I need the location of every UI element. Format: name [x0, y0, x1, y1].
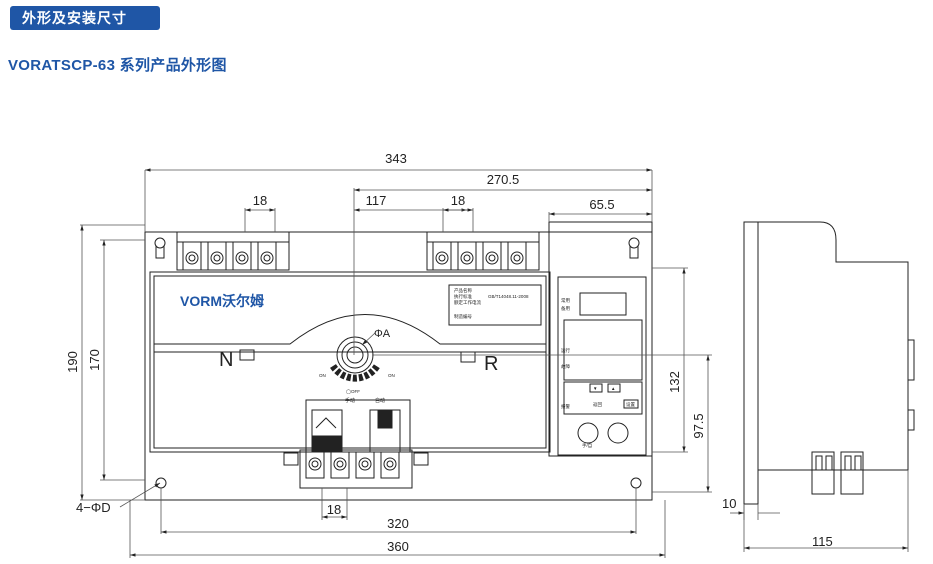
- handle-shaft: [346, 346, 364, 364]
- top-terminals-left: [176, 231, 290, 271]
- label-line: 制造编号: [454, 313, 472, 320]
- dim-overall-width-top: 343: [385, 151, 407, 166]
- panel-button-label: 返回: [593, 401, 602, 408]
- indicator-label: 故障: [561, 363, 570, 370]
- dim-inner-height: 170: [87, 349, 102, 371]
- n-window: [239, 349, 255, 361]
- manual-lever: [312, 435, 342, 453]
- bottom-terminals: [283, 449, 429, 489]
- dimension-lines: [80, 168, 909, 558]
- indicator-label: 运行: [561, 347, 570, 354]
- controller-buttons: [563, 381, 643, 415]
- manual-label: 手动: [345, 397, 355, 404]
- dim-side-offset: 10: [722, 496, 736, 511]
- n-on-label: ON: [319, 373, 326, 378]
- source-n-label: N: [219, 349, 233, 371]
- off-label: ◯OFF: [346, 389, 360, 394]
- handle-diameter-label: ΦA: [374, 328, 391, 340]
- side-terminals: [811, 451, 864, 495]
- label-line: 执行标准: [454, 293, 472, 300]
- dim-bottom-terminal-pitch: 18: [327, 502, 341, 517]
- label-line: 额定工作电流: [454, 299, 481, 306]
- indicator-label: 常用: [561, 297, 570, 304]
- panel-button-label: 设置: [626, 401, 635, 408]
- controller-display: [579, 292, 627, 316]
- side-body: [758, 221, 909, 471]
- dim-overall-height: 190: [65, 351, 80, 373]
- source-r-label: R: [484, 353, 498, 375]
- mount-hole-bottom-left: [155, 477, 167, 489]
- controller-knob-right: [607, 422, 629, 444]
- auto-label: 自动: [375, 397, 385, 404]
- label-line: 产品名称: [454, 287, 472, 294]
- panel-button-label: 手/自: [582, 442, 592, 449]
- controller-frame: [548, 221, 653, 457]
- controller-knob-left: [577, 422, 599, 444]
- keyhole-top-right: [628, 237, 640, 259]
- switch-arc: [154, 314, 546, 345]
- dim-mount-to-right: 270.5: [487, 172, 520, 187]
- controller-diagram: [563, 319, 643, 381]
- series-title: VORATSCP-63 系列产品外形图: [8, 57, 227, 74]
- terminal-screws: [185, 251, 524, 471]
- mode-window: [305, 399, 411, 453]
- indicator-label: 备用: [561, 305, 570, 312]
- switch-housing-inner: [153, 275, 547, 449]
- r-window: [460, 351, 476, 363]
- dim-terminal-pitch-left: 18: [253, 193, 267, 208]
- label-plate: [448, 284, 542, 326]
- brand-logo: VORM沃尔姆: [180, 293, 264, 309]
- section-badge: 外形及安装尺寸: [10, 6, 160, 30]
- keyhole-top-left: [154, 237, 166, 259]
- mount-hole-bottom-right: [630, 477, 642, 489]
- dim-handle-height: 97.5: [691, 413, 706, 438]
- dim-side-depth: 115: [812, 534, 833, 549]
- dim-controller-height: 132: [667, 371, 682, 393]
- panel-button-label: ▼: [593, 386, 597, 391]
- controller-panel: [557, 276, 647, 456]
- handle-ring: [341, 341, 369, 369]
- handle-sector: [330, 363, 380, 382]
- dim-mount-hole-spacing: 320: [387, 516, 409, 531]
- dim-terminal-pitch-right: 18: [451, 193, 465, 208]
- side-base: [743, 221, 759, 505]
- dim-mount-hole-label: 4−ΦD: [76, 500, 111, 515]
- label-line: GB/T14048.11-2008: [488, 294, 529, 299]
- panel-button-label: ▲: [611, 386, 615, 391]
- dim-controller-width: 65.5: [589, 197, 614, 212]
- side-view: [743, 221, 915, 505]
- dim-center-offset: 117: [366, 193, 387, 208]
- indicator-label: 报警: [561, 403, 570, 410]
- dim-overall-width-bottom: 360: [387, 539, 409, 554]
- r-on-label: ON: [388, 373, 395, 378]
- auto-lever: [377, 409, 393, 429]
- top-terminals-right: [426, 231, 540, 271]
